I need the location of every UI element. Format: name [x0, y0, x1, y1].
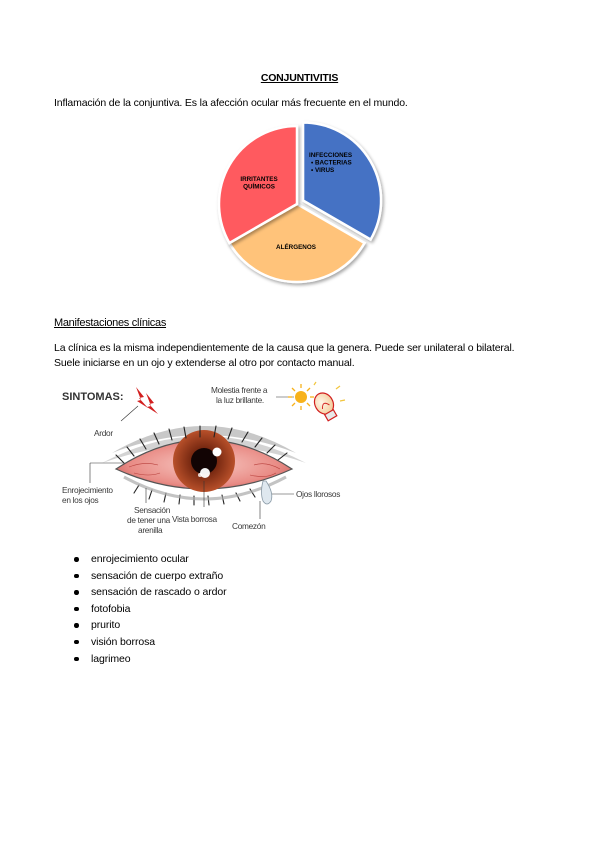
light-bulb-icon — [313, 392, 338, 422]
bullet-icon — [74, 639, 79, 645]
label-sand-3: arenilla — [138, 525, 163, 535]
pie-slice-label: IRRITANTES — [240, 176, 277, 183]
pie-slice-label: • VIRUS — [311, 167, 334, 174]
list-item: enrojecimiento ocular — [54, 551, 227, 568]
list-item: prurito — [54, 617, 227, 634]
label-photophobia-2: la luz brillante. — [216, 395, 264, 405]
label-redness-2: en los ojos — [62, 495, 99, 505]
list-item: sensación de rascado o ardor — [54, 584, 227, 601]
list-item: fotofobia — [54, 601, 227, 618]
causes-pie-chart: INFECCIONES• BACTERIAS• VIRUS ALÉRGENOS IR… — [217, 121, 383, 284]
section-text-line-2: Suele iniciarse en un ojo y extenderse a… — [54, 357, 355, 369]
bullet-icon — [74, 557, 79, 562]
sun-icon — [288, 384, 314, 410]
bullet-icon — [74, 656, 79, 662]
section-text-line-1: La clínica es la misma independientement… — [54, 342, 515, 354]
label-burning: Ardor — [94, 428, 113, 438]
label-blurred: Vista borrosa — [172, 514, 218, 524]
list-item: visión borrosa — [54, 634, 227, 651]
section-paragraph: La clínica es la misma independientement… — [54, 341, 554, 371]
label-itch: Comezón — [232, 521, 266, 531]
list-item: sensación de cuerpo extraño — [54, 568, 227, 585]
eye-symptoms-illustration: SINTOMAS: Ardor Molestia frente a la luz… — [62, 381, 346, 535]
bullet-icon — [74, 606, 79, 612]
tear-drop-icon — [261, 480, 273, 505]
label-sand-2: de tener una — [127, 515, 171, 525]
list-item: lagrimeo — [54, 651, 227, 668]
pie-slice — [217, 124, 299, 245]
label-redness-1: Enrojecimiento — [62, 485, 113, 495]
burning-sparks-icon — [136, 387, 158, 414]
label-photophobia-1: Molestia frente a — [211, 385, 268, 395]
intro-paragraph: Inflamación de la conjuntiva. Es la afec… — [54, 97, 408, 109]
label-tears: Ojos llorosos — [296, 489, 340, 499]
red-eye-icon — [114, 430, 294, 492]
bullet-icon — [74, 590, 79, 595]
pie-slice-label: ALÉRGENOS — [276, 242, 316, 251]
pie-slice — [301, 121, 383, 242]
label-sand-1: Sensación — [134, 505, 171, 515]
pie-slice — [227, 202, 367, 284]
pie-slice-label: INFECCIONES — [309, 152, 352, 159]
figure-heading: SINTOMAS: — [62, 391, 124, 403]
pie-slice-label: • BACTERIAS — [311, 160, 352, 167]
pie-slice-label: QUÍMICOS — [243, 182, 275, 191]
page-title: CONJUNTIVITIS — [260, 72, 339, 84]
symptom-list: enrojecimiento ocular sensación de cuerp… — [54, 551, 227, 667]
bullet-icon — [74, 573, 79, 579]
section-heading: Manifestaciones clínicas — [54, 317, 167, 329]
bullet-icon — [74, 623, 79, 628]
